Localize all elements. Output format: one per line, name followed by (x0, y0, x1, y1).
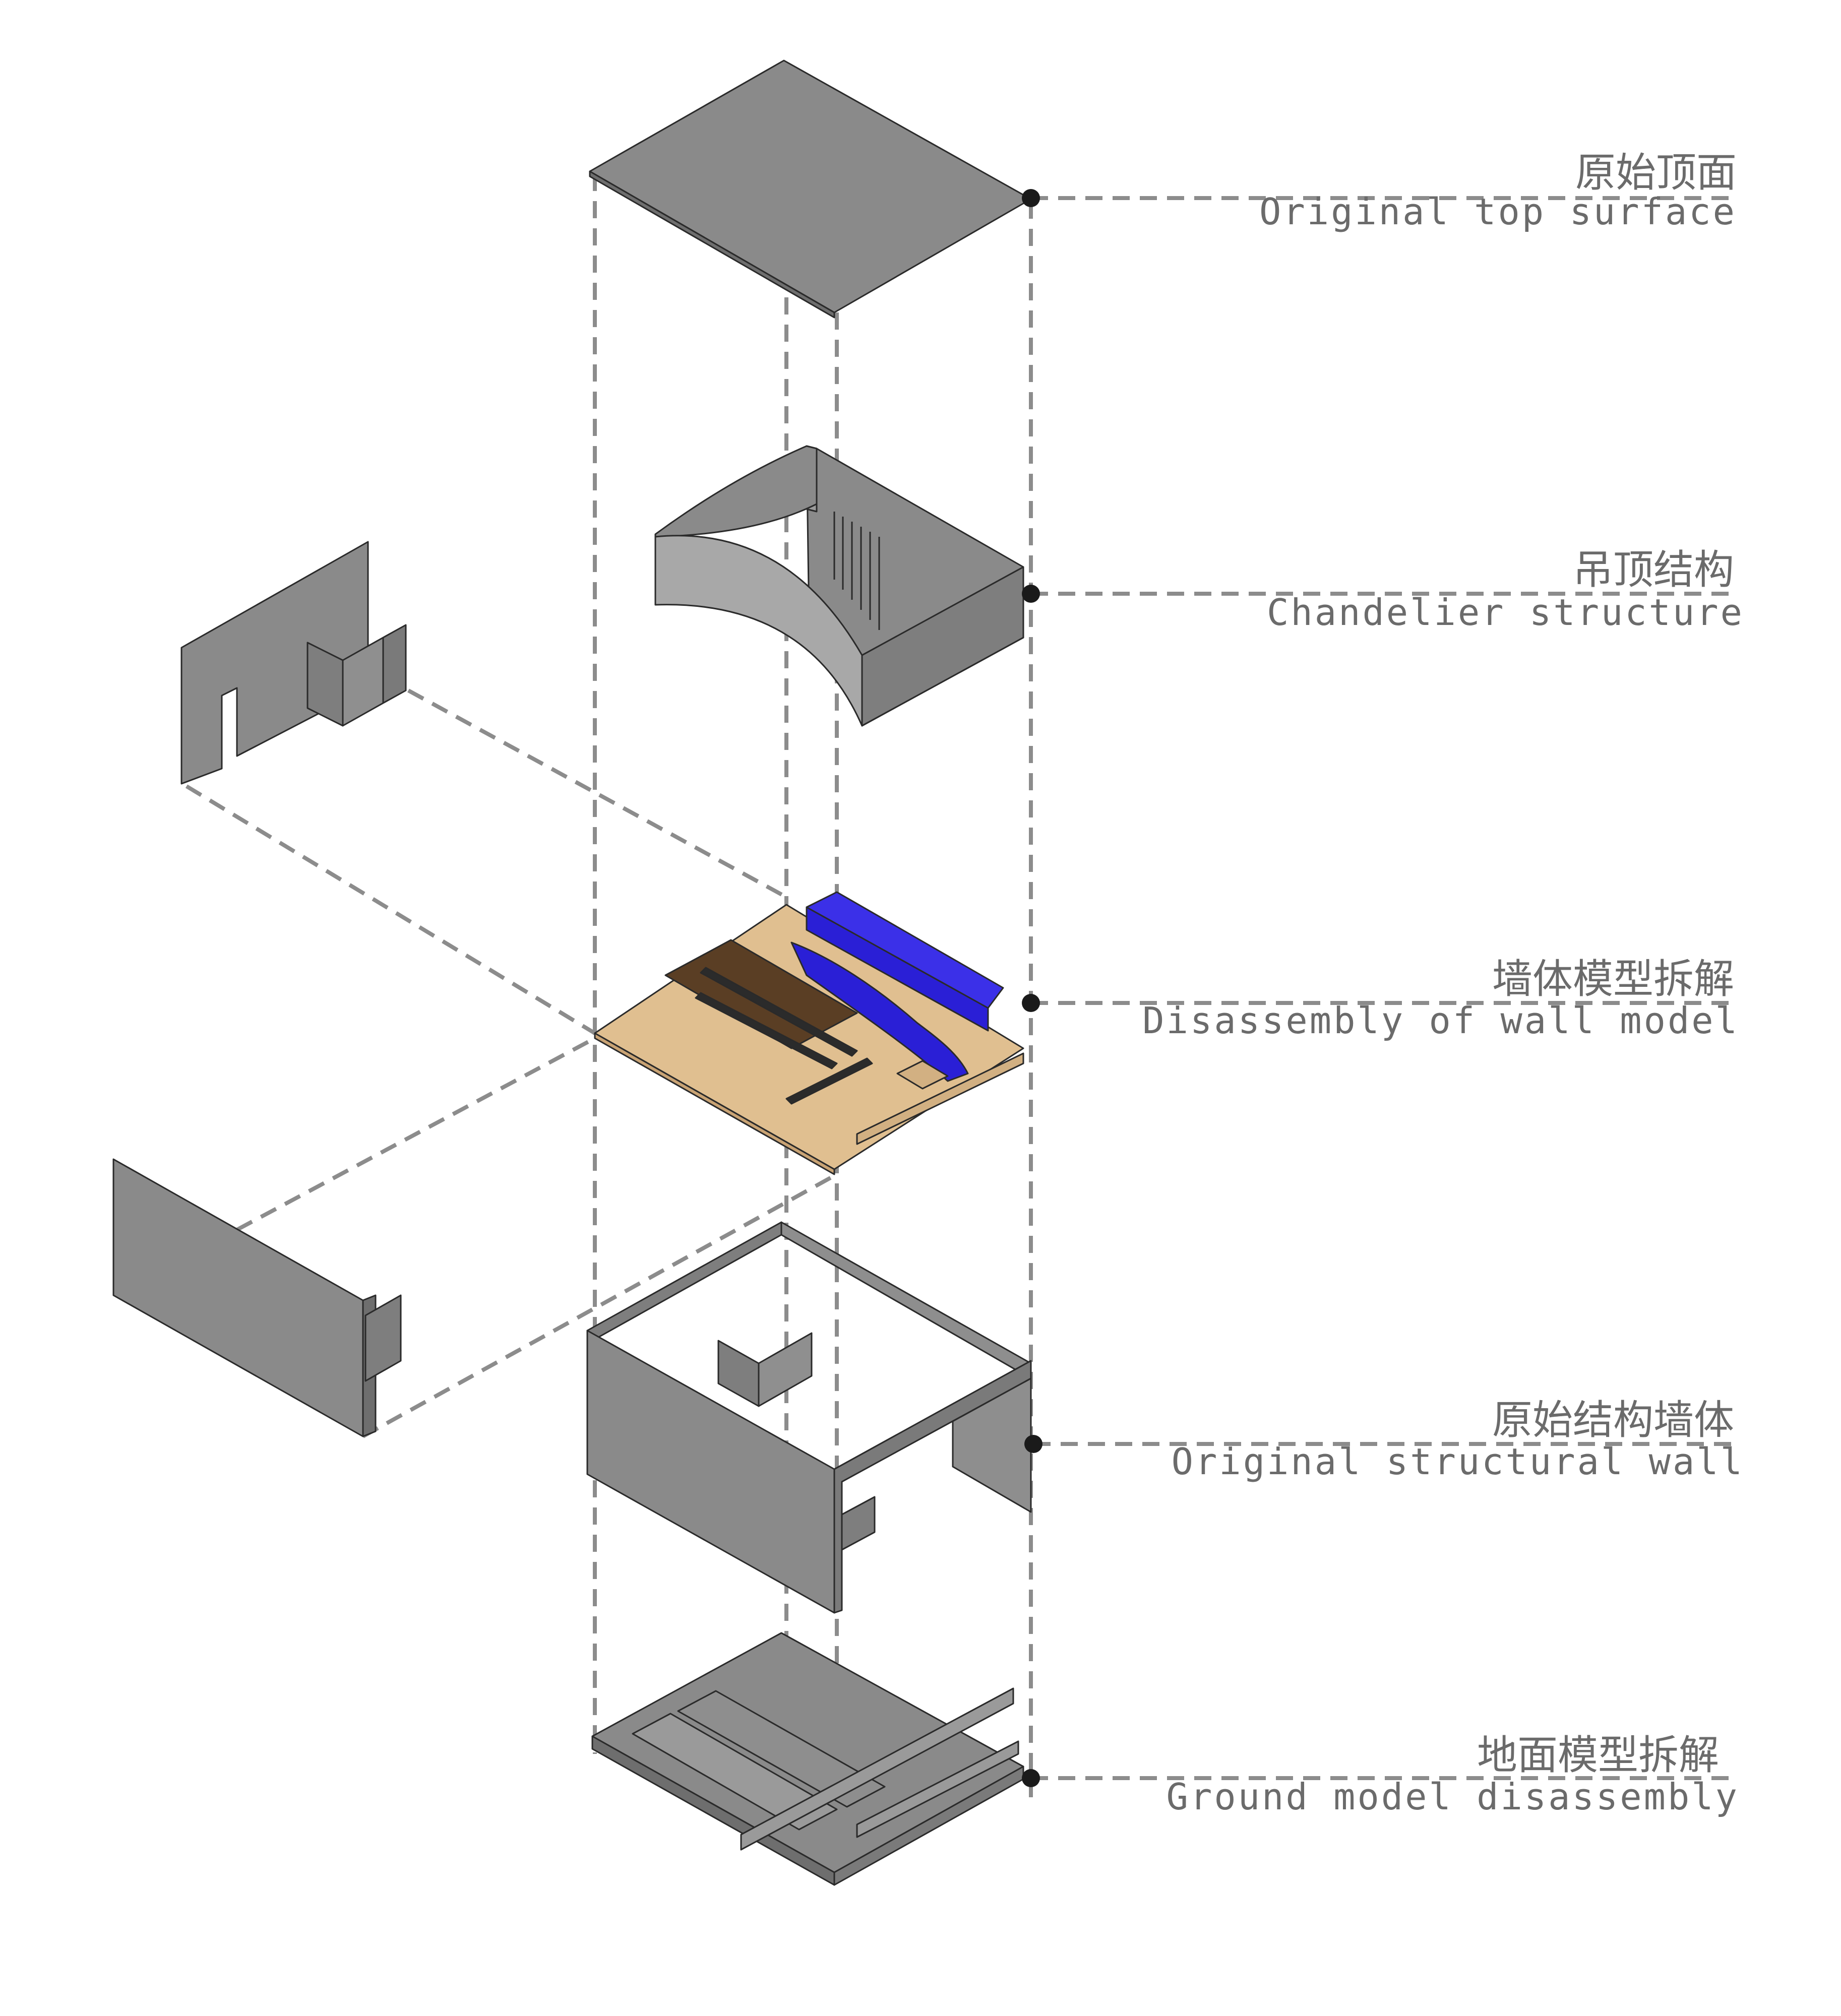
leader-lines (1022, 189, 1734, 1787)
label-cn-top-surface: 原始顶面 (1575, 149, 1737, 196)
guide-line-upper-wall-top (407, 688, 787, 899)
layer-labels: 原始顶面 Original top surface 吊顶结构 Chandelie… (1142, 149, 1744, 1818)
chandelier-structure (654, 445, 1024, 727)
marker-wall-model (1022, 994, 1040, 1012)
side-wall-upper-left (180, 541, 407, 785)
label-en-wall-model: Disassembly of wall model (1142, 999, 1739, 1042)
label-cn-chandelier: 吊顶结构 (1573, 546, 1734, 593)
guide-line-lower-wall-top (236, 1036, 596, 1232)
marker-ground-model (1022, 1769, 1040, 1787)
label-cn-wall-model: 墙体模型拆解 (1492, 956, 1734, 1002)
guide-line-upper-wall-bottom (185, 784, 596, 1035)
marker-top-surface (1022, 189, 1040, 207)
side-wall-lower-left (112, 1158, 402, 1437)
guide-line-lower-wall-bottom (362, 1172, 838, 1438)
label-en-top-surface: Original top surface (1259, 191, 1737, 233)
chandelier-rods (833, 512, 880, 630)
ground-model-assembly (591, 1632, 1024, 1886)
label-en-chandelier: Chandelier structure (1267, 591, 1744, 634)
label-cn-structural-wall: 原始结构墙体 (1492, 1397, 1734, 1443)
top-surface-panel (589, 59, 1032, 319)
structural-wall-assembly (586, 1221, 1032, 1614)
diagonal-guide-lines (185, 688, 838, 1438)
label-en-structural-wall: Original structural wall (1172, 1440, 1744, 1483)
label-cn-ground-model: 地面模型拆解 (1477, 1732, 1719, 1779)
label-en-ground-model: Ground model disassembly (1167, 1776, 1739, 1818)
marker-chandelier (1022, 585, 1040, 603)
wall-model-assembly (594, 891, 1024, 1175)
furniture-blue-sofa (790, 941, 969, 1082)
marker-structural-wall (1024, 1435, 1042, 1453)
